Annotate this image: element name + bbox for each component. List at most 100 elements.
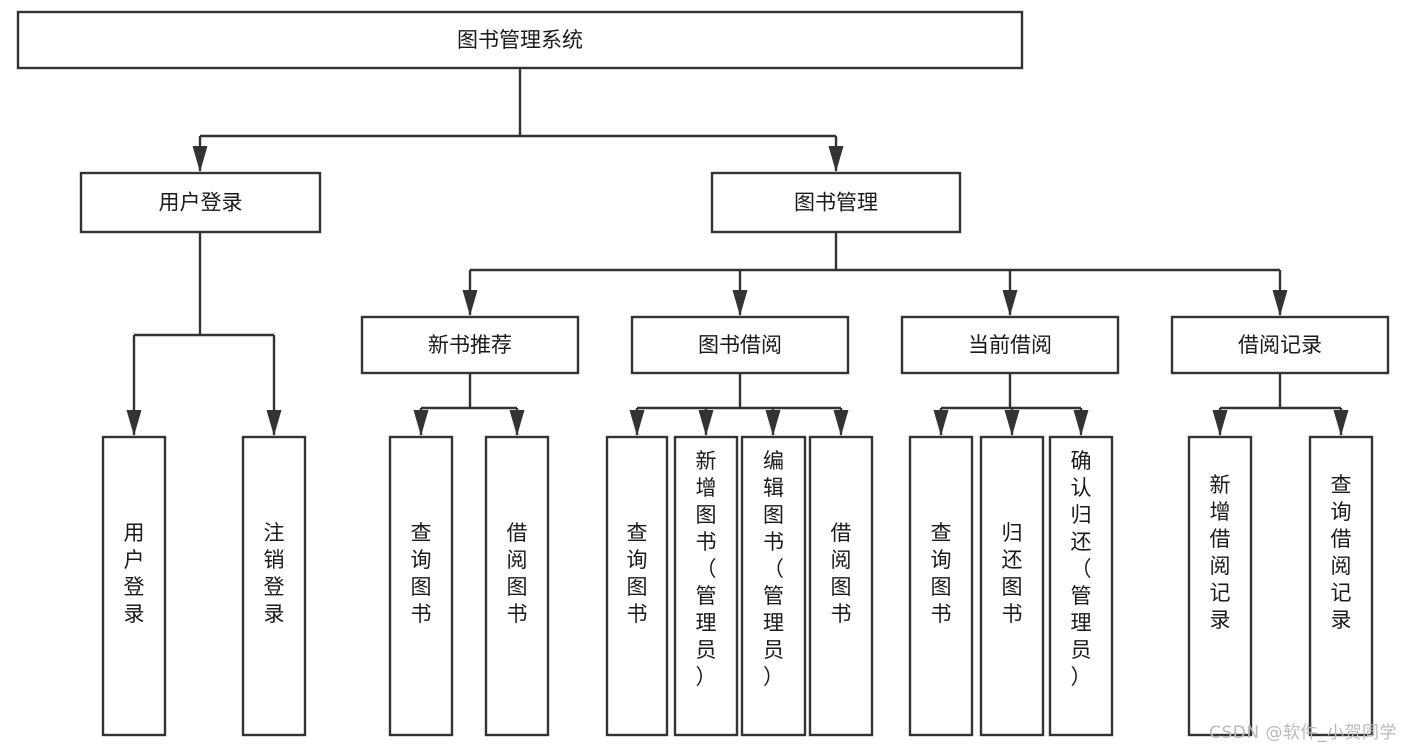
node-leaf-confirm-return-admin-char: 归 (1071, 503, 1092, 527)
node-book-borrow-box[interactable] (630, 315, 850, 375)
node-leaf-query-borrow-record-box[interactable] (1308, 435, 1374, 737)
node-leaf-query-book-recommend[interactable]: 查询图书查询图书 (388, 435, 454, 737)
node-leaf-return-book[interactable]: 归还图书归还图书 (979, 435, 1045, 737)
node-borrow-record-box[interactable] (1170, 315, 1390, 375)
node-new-book-recommend-label: 新书推荐 (428, 333, 512, 357)
node-current-borrow[interactable]: 当前借阅 (900, 315, 1120, 375)
node-leaf-add-borrow-record-char: 记 (1210, 581, 1231, 605)
node-root-label: 图书管理系统 (457, 28, 583, 52)
node-current-borrow-box[interactable] (900, 315, 1120, 375)
node-leaf-confirm-return-admin-char: 还 (1071, 530, 1092, 554)
node-leaf-borrow-book-recommend-box[interactable] (484, 435, 550, 737)
node-leaf-query-book-current-char: 询 (931, 548, 952, 572)
node-new-book-recommend-box[interactable] (360, 315, 580, 375)
node-leaf-return-book-char: 归 (1002, 521, 1023, 545)
node-leaf-query-borrow-record-char: 记 (1331, 581, 1352, 605)
node-leaf-borrow-book-borrow-box[interactable] (808, 435, 874, 737)
arrow-head-icon (413, 410, 429, 436)
node-leaf-query-book-current[interactable]: 查询图书查询图书 (908, 435, 974, 737)
node-leaf-query-borrow-record-char: 录 (1331, 608, 1352, 632)
arrow-head-icon (1333, 410, 1349, 436)
node-leaf-query-borrow-record-char: 阅 (1331, 554, 1352, 578)
arrow-head-icon (698, 410, 714, 436)
node-leaf-edit-book-admin-char: 管 (763, 584, 784, 608)
node-leaf-query-borrow-record-char: 借 (1331, 527, 1352, 551)
node-leaf-add-borrow-record[interactable]: 新增借阅记录新增借阅记录 (1187, 435, 1253, 737)
node-book-manage[interactable]: 图书管理 (710, 171, 962, 234)
node-leaf-user-login-box[interactable] (101, 435, 167, 737)
node-leaf-query-borrow-record-char: 查 (1331, 473, 1352, 497)
node-leaf-query-book-recommend-char: 图 (411, 575, 432, 599)
node-root[interactable]: 图书管理系统 (16, 10, 1024, 70)
node-user-login-label: 用户登录 (159, 191, 243, 215)
node-leaf-query-borrow-record[interactable]: 查询借阅记录查询借阅记录 (1308, 435, 1374, 737)
node-leaf-query-book-recommend-box[interactable] (388, 435, 454, 737)
node-leaf-edit-book-admin-char: ） (763, 665, 784, 689)
node-leaf-user-login-char: 用 (124, 521, 145, 545)
node-leaf-add-borrow-record-char: 借 (1210, 527, 1231, 551)
node-leaf-query-borrow-record-char: 询 (1331, 500, 1352, 524)
node-leaf-user-login-char: 登 (124, 575, 145, 599)
node-leaf-borrow-book-borrow[interactable]: 借阅图书借阅图书 (808, 435, 874, 737)
node-leaf-edit-book-admin-char: 编 (763, 449, 784, 473)
node-leaf-edit-book-admin-box[interactable] (740, 435, 807, 737)
node-borrow-record-label: 借阅记录 (1238, 333, 1322, 357)
node-leaf-add-book-admin-box[interactable] (673, 435, 739, 737)
node-leaf-confirm-return-admin-box[interactable] (1048, 435, 1114, 737)
node-user-login[interactable]: 用户登录 (79, 171, 322, 234)
node-leaf-logout[interactable]: 注销登录注销登录 (241, 435, 307, 737)
node-leaf-return-book-box[interactable] (979, 435, 1045, 737)
node-new-book-recommend[interactable]: 新书推荐 (360, 315, 580, 375)
arrow-head-icon (1073, 410, 1089, 436)
node-leaf-add-book-admin-char: 理 (696, 611, 717, 635)
node-leaf-add-borrow-record-char: 录 (1210, 608, 1231, 632)
node-user-login-box[interactable] (79, 171, 322, 234)
node-leaf-query-book-borrow-box[interactable] (605, 435, 669, 737)
node-leaf-confirm-return-admin-char: 员 (1071, 638, 1092, 662)
node-leaf-edit-book-admin-char: 理 (763, 611, 784, 635)
node-layer: 图书管理系统用户登录图书管理新书推荐图书借阅当前借阅借阅记录用户登录用户登录注销… (16, 10, 1390, 737)
arrow-head-icon (509, 410, 525, 436)
node-leaf-query-book-current-char: 图 (931, 575, 952, 599)
node-leaf-query-book-recommend-char: 书 (411, 602, 432, 626)
arrow-head-icon (192, 146, 208, 172)
node-book-manage-box[interactable] (710, 171, 962, 234)
node-leaf-borrow-book-recommend-char: 书 (507, 602, 528, 626)
node-leaf-add-book-admin-char: 图 (696, 503, 717, 527)
node-leaf-add-book-admin-char: 员 (696, 638, 717, 662)
node-book-borrow[interactable]: 图书借阅 (630, 315, 850, 375)
node-root-box[interactable] (16, 10, 1024, 70)
arrow-head-icon (933, 410, 949, 436)
node-leaf-borrow-book-borrow-char: 借 (831, 521, 852, 545)
node-leaf-confirm-return-admin-char: 认 (1071, 476, 1092, 500)
node-leaf-return-book-char: 书 (1002, 602, 1023, 626)
node-leaf-edit-book-admin-char: （ (763, 557, 784, 581)
node-leaf-borrow-book-borrow-char: 图 (831, 575, 852, 599)
node-leaf-query-book-current-box[interactable] (908, 435, 974, 737)
node-leaf-confirm-return-admin-char: 理 (1071, 611, 1092, 635)
arrow-head-icon (1272, 290, 1288, 316)
arrow-head-icon (629, 410, 645, 436)
node-leaf-confirm-return-admin-char: ） (1071, 665, 1092, 689)
node-leaf-add-book-admin-char: 书 (696, 530, 717, 554)
node-leaf-user-login-char: 户 (124, 548, 145, 572)
node-leaf-borrow-book-borrow-char: 阅 (831, 548, 852, 572)
node-leaf-query-book-recommend-char: 查 (411, 521, 432, 545)
node-borrow-record[interactable]: 借阅记录 (1170, 315, 1390, 375)
node-leaf-logout-char: 登 (264, 575, 285, 599)
node-leaf-add-borrow-record-box[interactable] (1187, 435, 1253, 737)
node-leaf-add-book-admin-char: 新 (696, 449, 717, 473)
node-leaf-query-book-borrow-char: 询 (627, 548, 648, 572)
node-leaf-user-login-char: 录 (124, 602, 145, 626)
node-leaf-borrow-book-recommend[interactable]: 借阅图书借阅图书 (484, 435, 550, 737)
node-leaf-query-book-borrow-char: 图 (627, 575, 648, 599)
node-leaf-query-book-borrow[interactable]: 查询图书查询图书 (605, 435, 669, 737)
node-leaf-user-login[interactable]: 用户登录用户登录 (101, 435, 167, 737)
node-leaf-add-borrow-record-char: 增 (1210, 500, 1231, 524)
node-leaf-logout-box[interactable] (241, 435, 307, 737)
node-leaf-borrow-book-borrow-char: 书 (831, 602, 852, 626)
